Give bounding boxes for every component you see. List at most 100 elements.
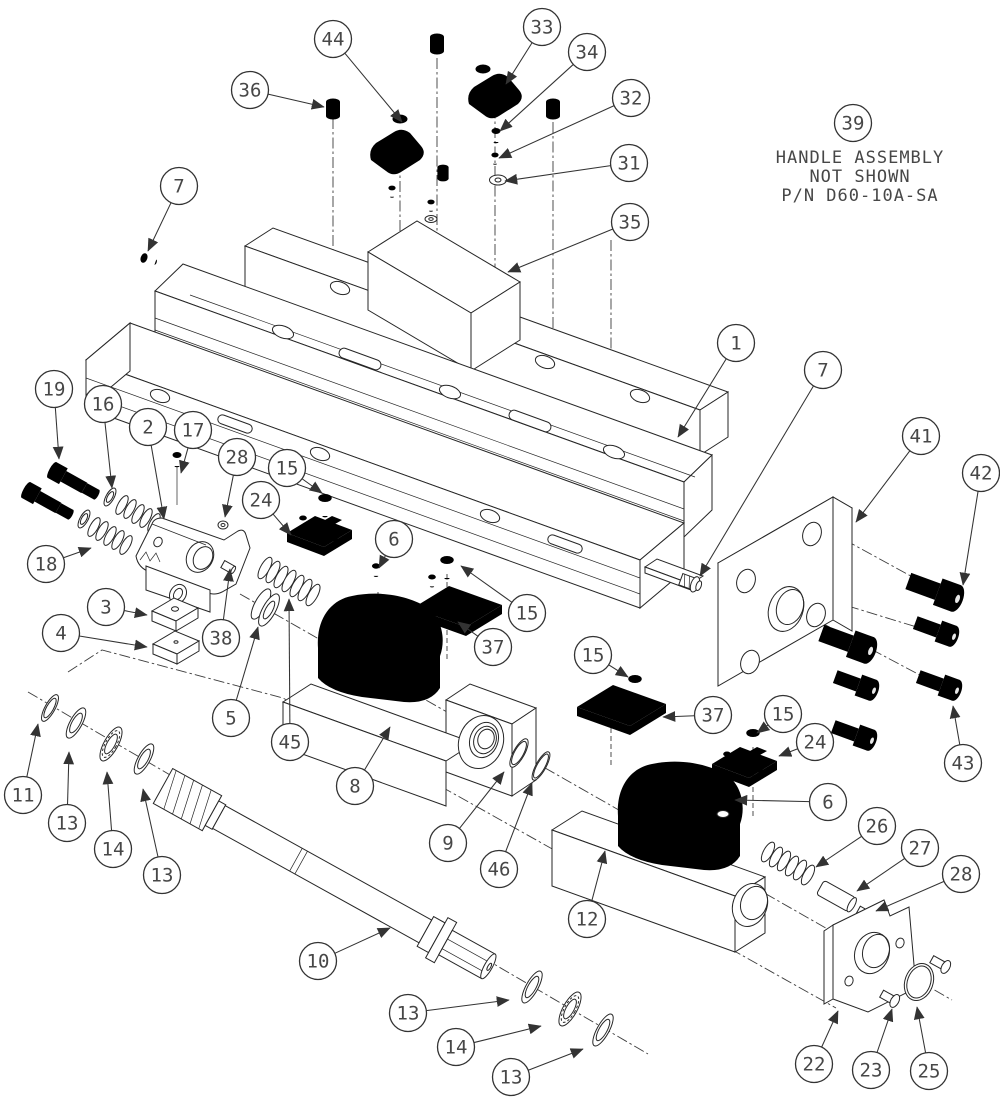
leader-line-3 — [124, 607, 148, 618]
balloon-label-19: 19 — [43, 379, 66, 401]
balloon-label-44: 44 — [322, 29, 345, 51]
balloon-label-39: 39 — [842, 113, 865, 135]
balloon-28 — [941, 854, 981, 894]
end-plate-22 — [824, 900, 916, 1012]
leader-line-28 — [222, 475, 234, 518]
balloon-label-15: 15 — [582, 645, 605, 667]
balloon-label-7: 7 — [173, 176, 184, 198]
balloon-label-17: 17 — [182, 420, 205, 442]
balloon-46 — [479, 849, 519, 889]
note-block: HANDLE ASSEMBLY NOT SHOWN P/N D60-10A-SA — [776, 148, 944, 206]
leader-line-36 — [267, 93, 325, 110]
bracket-2 — [136, 518, 250, 612]
balloon-label-13: 13 — [56, 813, 79, 835]
base-rail — [86, 323, 684, 608]
note-line-3: P/N D60-10A-SA — [781, 186, 938, 206]
top-hardware — [139, 33, 560, 268]
balloon-33 — [522, 7, 562, 47]
left-clamp-assembly — [19, 452, 250, 612]
balloon-label-45: 45 — [279, 732, 302, 754]
balloon-label-8: 8 — [349, 776, 360, 798]
leader-line-13 — [426, 996, 510, 1012]
balloon-label-13: 13 — [397, 1003, 420, 1025]
leader-line-38 — [222, 568, 234, 620]
balloon-1 — [716, 323, 756, 363]
balloon-9 — [428, 823, 468, 863]
leader-line-24 — [272, 513, 292, 536]
balloon-label-6: 6 — [822, 792, 833, 814]
leader-line-46 — [505, 782, 533, 852]
spring-45 — [255, 555, 323, 607]
leader-line-1 — [677, 358, 727, 438]
balloon-label-35: 35 — [619, 212, 642, 234]
balloon-34 — [567, 32, 607, 72]
balloon-41 — [901, 416, 941, 456]
leader-line-15 — [756, 721, 771, 734]
balloon-37 — [693, 695, 733, 735]
balloon-label-14: 14 — [445, 1037, 468, 1059]
leader-line-28 — [875, 880, 945, 912]
thrust-washers-right — [518, 968, 617, 1048]
balloon-15 — [507, 593, 547, 633]
balloon-23 — [851, 1050, 891, 1090]
balloon-13 — [388, 993, 428, 1033]
flange-plate-41 — [718, 497, 852, 686]
balloon-label-14: 14 — [102, 839, 125, 861]
balloon-label-5: 5 — [225, 708, 236, 730]
balloon-label-28: 28 — [226, 447, 249, 469]
balloon-16 — [83, 384, 123, 424]
part-35-block — [368, 221, 520, 371]
balloon-6 — [808, 782, 848, 822]
balloon-31 — [609, 143, 649, 183]
spring-b — [85, 516, 134, 556]
balloon-label-13: 13 — [500, 1067, 523, 1089]
balloon-26 — [857, 806, 897, 846]
balloon-label-16: 16 — [92, 394, 115, 416]
balloon-label-23: 23 — [860, 1060, 883, 1082]
leader-line-23 — [876, 1008, 894, 1053]
leader-line-45 — [283, 598, 295, 724]
balloon-label-27: 27 — [909, 838, 932, 860]
leader-line-6 — [734, 794, 810, 806]
balloon-label-6: 6 — [388, 529, 399, 551]
balloon-label-9: 9 — [442, 833, 453, 855]
balloon-7 — [159, 166, 199, 206]
balloon-label-24: 24 — [250, 490, 273, 512]
balloon-label-4: 4 — [55, 623, 66, 645]
balloon-38 — [201, 618, 241, 658]
balloon-13 — [142, 855, 182, 895]
leader-line-37 — [457, 621, 479, 637]
balloon-label-15: 15 — [772, 704, 795, 726]
balloon-label-41: 41 — [910, 426, 933, 448]
balloon-4 — [41, 613, 81, 653]
balloon-label-28: 28 — [950, 864, 973, 886]
balloon-32 — [611, 78, 651, 118]
balloon-15 — [763, 694, 803, 734]
balloon-label-24: 24 — [804, 732, 827, 754]
leader-line-13 — [140, 788, 159, 858]
jaw-body-8 — [283, 593, 536, 806]
leader-line-13 — [63, 751, 75, 805]
gib-and-setscrew — [645, 559, 704, 594]
balloon-25 — [909, 1051, 949, 1091]
leader-line-42 — [959, 491, 979, 586]
balloon-14 — [93, 829, 133, 869]
spring-26 — [759, 840, 818, 887]
balloon-label-37: 37 — [702, 705, 725, 727]
leader-line-17 — [179, 447, 190, 474]
balloon-12 — [567, 899, 607, 939]
balloon-36 — [230, 70, 270, 110]
leader-line-15 — [460, 565, 513, 603]
thrust-washers-left — [38, 692, 157, 776]
leader-line-27 — [856, 857, 906, 892]
balloon-10 — [298, 941, 338, 981]
balloon-label-22: 22 — [803, 1054, 826, 1076]
note-line-2: NOT SHOWN — [809, 167, 910, 187]
leader-line-25 — [913, 1006, 927, 1053]
balloon-17 — [173, 410, 213, 450]
leader-line-18 — [63, 546, 92, 559]
balloon-label-34: 34 — [576, 42, 599, 64]
balloon-label-25: 25 — [918, 1061, 941, 1083]
pin-27 — [816, 880, 858, 913]
